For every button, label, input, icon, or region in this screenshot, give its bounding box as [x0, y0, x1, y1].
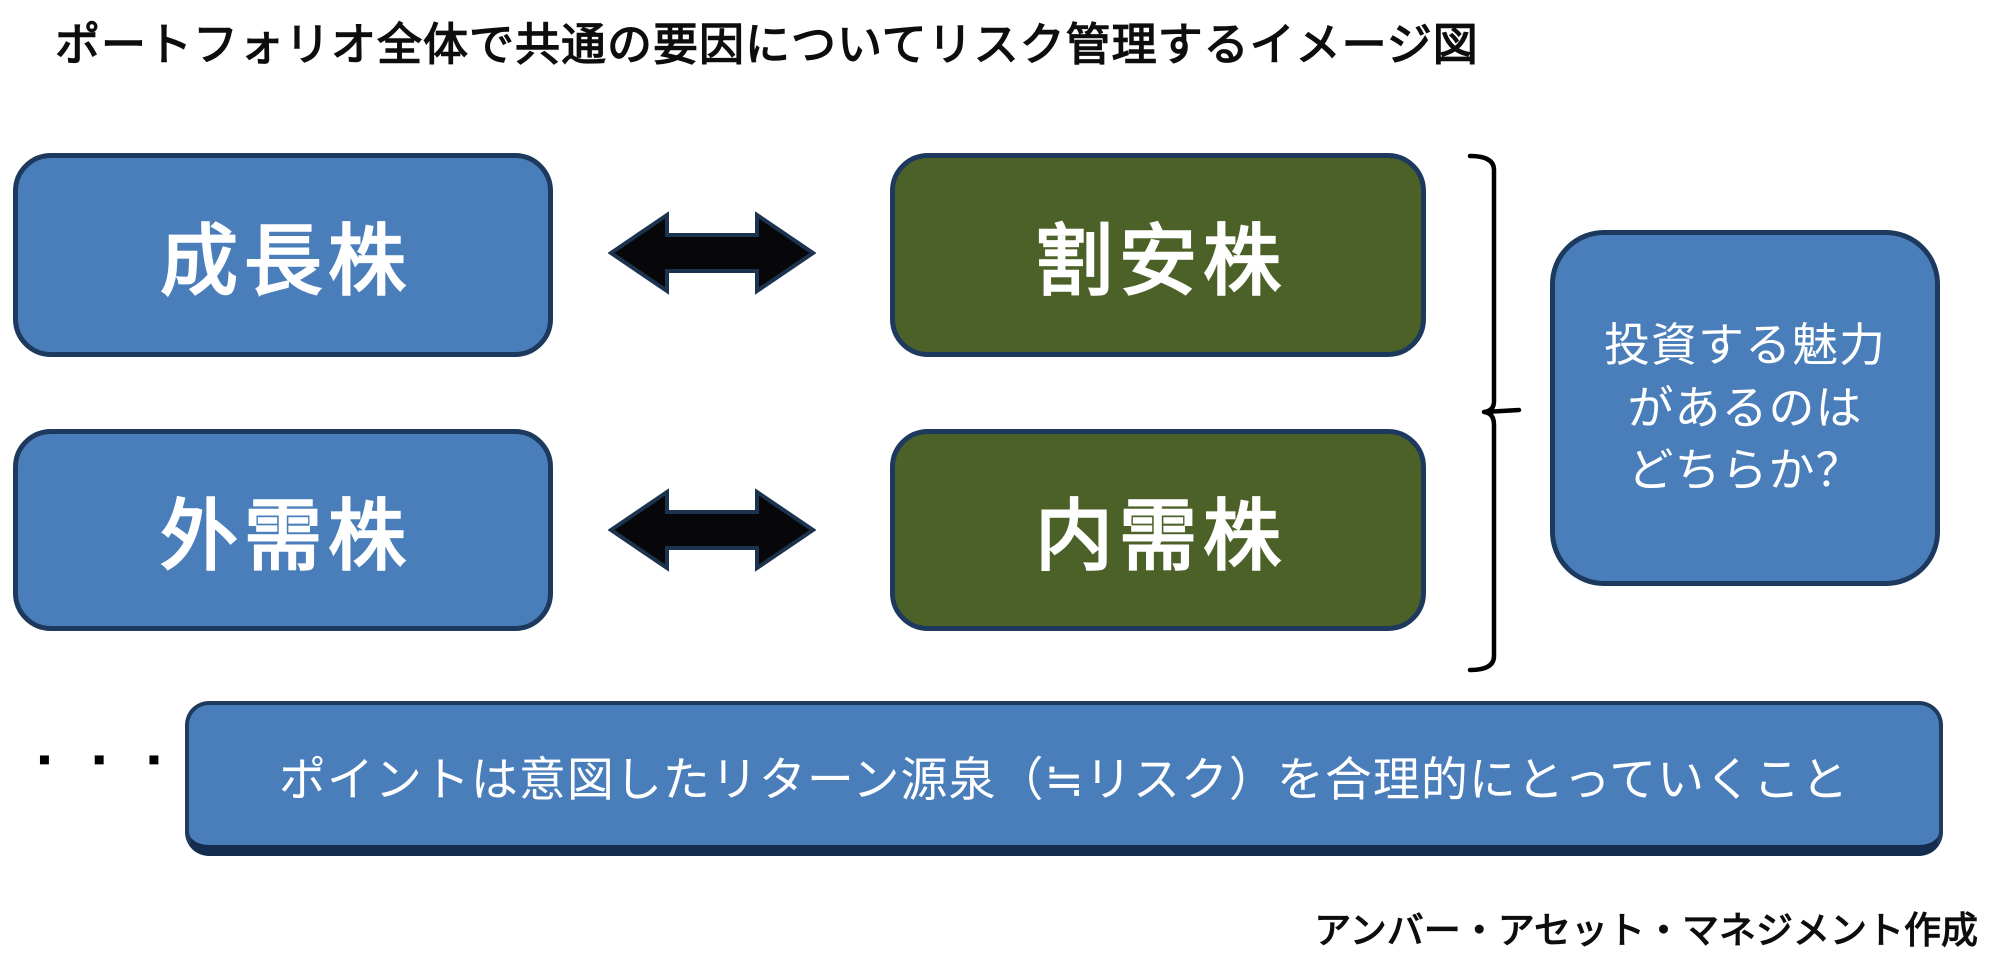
diagram-title: ポートフォリオ全体で共通の要因についてリスク管理するイメージ図 [55, 19, 1479, 70]
node-growth-stocks-label: 成長株 [159, 217, 412, 305]
double-arrow-icon [608, 211, 816, 295]
node-external-demand-stocks: 外需株 [13, 429, 553, 631]
question-line-1: 投資する魅力 [1604, 319, 1886, 372]
question-line-2: があるのは [1627, 381, 1863, 434]
node-value-stocks: 割安株 [890, 153, 1426, 357]
node-domestic-demand-stocks-label: 内需株 [1034, 492, 1287, 580]
point-banner-text: ポイントは意図したリターン源泉（≒リスク）を合理的にとっていくこと [278, 752, 1850, 806]
node-value-stocks-label: 割安株 [1034, 217, 1287, 305]
question-line-3: どちらか？ [1627, 444, 1863, 497]
node-domestic-demand-stocks: 内需株 [890, 429, 1426, 631]
double-arrow-icon [608, 488, 816, 572]
ellipsis-dots: ▪ ▪ ▪ [38, 738, 177, 779]
node-growth-stocks: 成長株 [13, 153, 553, 357]
right-brace-bracket [1467, 153, 1522, 673]
point-banner: ポイントは意図したリターン源泉（≒リスク）を合理的にとっていくこと [185, 701, 1943, 856]
node-question: 投資する魅力 があるのは どちらか？ [1550, 230, 1940, 586]
node-external-demand-stocks-label: 外需株 [159, 492, 412, 580]
credit-text: アンバー・アセット・マネジメント作成 [1314, 910, 1978, 951]
